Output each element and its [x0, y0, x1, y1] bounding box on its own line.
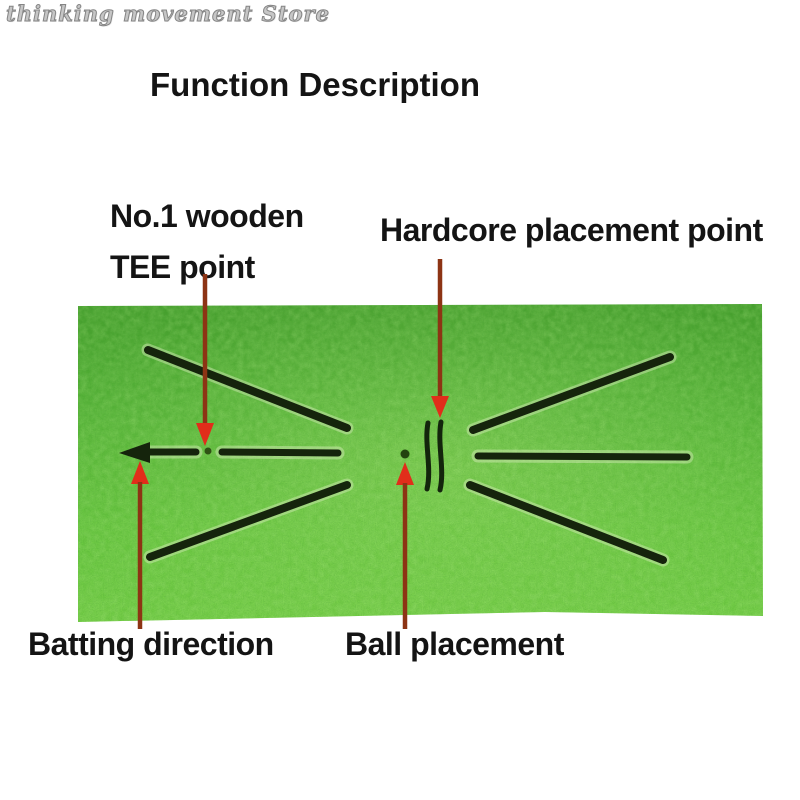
callout-batting-direction: Batting direction: [28, 626, 274, 662]
tee-point-arrow: [196, 274, 214, 446]
hardcore-arrowhead: [431, 396, 449, 418]
upper-left-swing-guide: [144, 346, 351, 432]
batting-direction-arrow: [131, 461, 149, 629]
callout-tee-line2: TEE point: [110, 249, 255, 285]
tee-point-arrowhead: [196, 423, 214, 446]
store-watermark: thinking movement Store: [6, 1, 330, 27]
callout-tee-line1: No.1 wooden: [110, 198, 304, 234]
batting-arrowhead: [131, 461, 149, 484]
callout-tee-point: No.1 wooden TEE point: [110, 191, 304, 293]
ball-placement-dot: [400, 449, 410, 459]
ball-arrowhead: [396, 462, 414, 485]
batting-direction-arrow-mark: [119, 442, 342, 463]
upper-right-swing-guide: [469, 353, 674, 434]
right-alignment-line: [474, 452, 691, 461]
annotation-arrows: [131, 259, 449, 629]
tee-point-mark: [204, 447, 212, 455]
hardcore-arrow: [431, 259, 449, 418]
callout-ball-placement: Ball placement: [345, 626, 564, 662]
hardcore-placement-lines: [424, 419, 445, 493]
callout-hardcore-placement: Hardcore placement point: [380, 212, 763, 248]
lower-right-swing-guide: [466, 481, 667, 564]
page-title: Function Description: [150, 66, 480, 103]
swing-guide-marks: [144, 346, 674, 564]
lower-left-swing-guide: [146, 481, 351, 561]
mark-arrowhead: [119, 442, 150, 463]
ball-placement-arrow: [396, 462, 414, 629]
